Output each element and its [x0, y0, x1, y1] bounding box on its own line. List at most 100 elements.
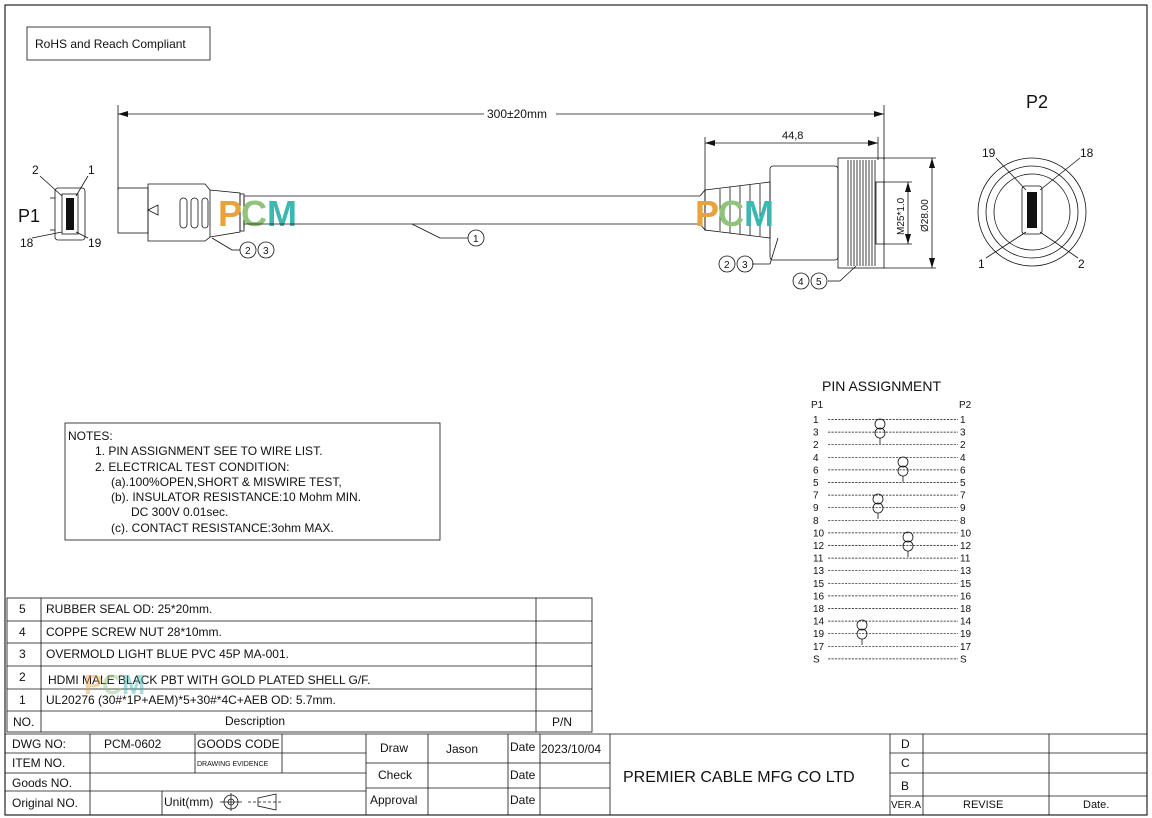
- pin-right-label: 2: [960, 440, 966, 451]
- length-label: 300±20mm: [487, 107, 547, 121]
- pin-left-label: 12: [813, 541, 825, 552]
- pin-left-label: 6: [813, 465, 819, 476]
- bom-header-pn: P/N: [552, 715, 572, 729]
- bom-row-4-no: 4: [19, 625, 26, 639]
- pin-assignment-title: PIN ASSIGNMENT: [822, 378, 941, 394]
- notes-title: NOTES:: [68, 429, 113, 443]
- bom-row-3-desc: OVERMOLD LIGHT BLUE PVC 45P MA-001.: [46, 647, 289, 661]
- p2-connector: [699, 157, 885, 269]
- note-line-1: 1. PIN ASSIGNMENT SEE TO WIRE LIST.: [95, 444, 322, 458]
- pin-row: 10 10: [813, 528, 972, 539]
- pcm-watermark-right: P C M: [695, 193, 774, 234]
- balloon-1: 1: [473, 234, 479, 245]
- balloon-4: 4: [798, 277, 804, 288]
- company-name: PREMIER CABLE MFG CO LTD: [623, 769, 855, 786]
- note-line-2: 2. ELECTRICAL TEST CONDITION:: [95, 460, 289, 474]
- bom-row-1-no: 1: [19, 693, 26, 707]
- pin-left-label: 15: [813, 579, 825, 590]
- approval-label: Approval: [370, 793, 417, 807]
- svg-text:C: C: [718, 193, 744, 234]
- rev-c: C: [901, 756, 910, 770]
- pin-left-label: 13: [813, 566, 825, 577]
- rev-d: D: [901, 737, 910, 751]
- sheet-border: [4, 4, 1148, 816]
- p2-pin-1: 1: [978, 257, 985, 271]
- p2-face-view: P2 19 18 1 2: [977, 92, 1094, 271]
- twist-mark-2: [897, 456, 909, 482]
- twist-mark-4: [902, 531, 914, 557]
- length-dimension: 300±20mm: [117, 105, 885, 190]
- cable-body: [244, 195, 700, 225]
- bom-header-desc: Description: [225, 714, 285, 728]
- twist-mark-5: [856, 619, 868, 645]
- goods-no-label: Goods NO.: [12, 776, 72, 790]
- draw-label: Draw: [380, 741, 408, 755]
- dim-44: 44,8: [704, 130, 879, 190]
- pin-left-label: 2: [813, 440, 819, 451]
- twist-marks: [856, 418, 914, 645]
- pin-left-label: 11: [813, 554, 824, 565]
- pin-right-label: 10: [960, 528, 972, 539]
- bom-header-no: NO.: [13, 715, 34, 729]
- pin-left-label: 1: [813, 415, 819, 426]
- pin-header-p2: P2: [959, 400, 972, 411]
- pin-right-label: 9: [960, 503, 966, 514]
- pin-right-label: 8: [960, 516, 966, 527]
- pin-right-label: 4: [960, 453, 966, 464]
- bom-row-5-desc: RUBBER SEAL OD: 25*20mm.: [46, 602, 212, 616]
- pcm-watermark-bom: P C M: [84, 669, 145, 700]
- p1-pin-1: 1: [88, 163, 95, 177]
- dim-vertical: M25*1.0 Ø28.00: [884, 157, 936, 269]
- p1-label: P1: [18, 206, 40, 226]
- twist-mark-1: [874, 418, 886, 444]
- pin-right-label: 19: [960, 629, 972, 640]
- p1-pin-2: 2: [32, 163, 39, 177]
- bom-row-2-desc: HDMI MALE BLACK PBT WITH GOLD PLATED SHE…: [48, 673, 371, 687]
- pin-left-label: 10: [813, 528, 825, 539]
- drawing-evidence-label: DRAWING EVIDENCE: [197, 761, 269, 768]
- balloon-2-p1: 2: [245, 246, 251, 257]
- approval-date-label: Date: [510, 793, 536, 807]
- balloon-2-p2: 2: [724, 260, 730, 271]
- revise-label: REVISE: [963, 799, 1003, 811]
- compliance-text: RoHS and Reach Compliant: [35, 37, 186, 51]
- p2-pin-19: 19: [982, 146, 996, 160]
- svg-text:M: M: [122, 669, 145, 700]
- bom-row-5-no: 5: [19, 602, 26, 616]
- dim-44-label: 44,8: [782, 130, 803, 142]
- pin-left-label: 14: [813, 617, 825, 628]
- dim-m25-label: M25*1.0: [896, 197, 907, 235]
- balloon-leaders: 1 2 3 2 3 4 5: [211, 223, 857, 290]
- pin-right-label: S: [960, 654, 967, 665]
- pin-right-label: 5: [960, 478, 966, 489]
- pin-right-label: 16: [960, 591, 972, 602]
- goods-code-label: GOODS CODE: [197, 737, 280, 751]
- draw-name: Jason: [446, 742, 478, 756]
- item-no-label: ITEM NO.: [12, 756, 65, 770]
- check-date-label: Date: [510, 768, 536, 782]
- balloon-5: 5: [816, 277, 822, 288]
- dwg-no-value: PCM-0602: [104, 737, 162, 751]
- pin-right-label: 17: [960, 642, 972, 653]
- pin-right-label: 7: [960, 491, 966, 502]
- pin-right-label: 6: [960, 465, 966, 476]
- balloon-3-p1: 3: [263, 246, 269, 257]
- ver-label: VER.A: [891, 800, 921, 811]
- pin-left-label: 9: [813, 503, 819, 514]
- svg-text:P: P: [218, 193, 242, 234]
- notes-box: NOTES: 1. PIN ASSIGNMENT SEE TO WIRE LIS…: [64, 422, 441, 541]
